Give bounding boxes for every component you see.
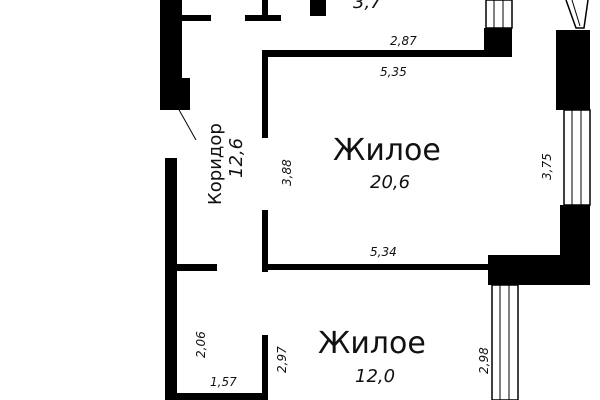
wall-right-outer-cap xyxy=(560,100,590,110)
wall-partition xyxy=(262,264,498,270)
window-right xyxy=(563,109,591,206)
wall-corridor-left-lower xyxy=(165,158,177,400)
dim-5-34: 5,34 xyxy=(370,245,397,259)
corridor-name: Коридор xyxy=(205,123,226,205)
dim-3-75: 3,75 xyxy=(540,153,554,180)
wall-top-post xyxy=(262,0,268,20)
wall-right-outer-upper xyxy=(556,30,590,110)
wall-living2-left xyxy=(262,335,268,400)
window-top-left xyxy=(485,0,513,29)
living1-area: 20,6 xyxy=(370,172,410,193)
dim-5-35: 5,35 xyxy=(380,65,407,79)
wall-living1-left-lower xyxy=(262,210,268,272)
wall-top-block xyxy=(310,0,326,16)
wall-left-jog xyxy=(160,78,190,110)
window-bottom xyxy=(491,284,519,400)
window-top-right xyxy=(565,0,589,29)
wall-living2-right-top xyxy=(488,255,524,285)
wall-top-stub-1 xyxy=(175,15,211,21)
living2-area: 12,0 xyxy=(355,366,395,387)
dim-2-97: 2,97 xyxy=(275,346,289,373)
wall-bottom xyxy=(177,393,268,400)
corridor-leader-line xyxy=(177,107,197,141)
windows xyxy=(485,0,591,400)
wall-right-top-block xyxy=(484,28,512,57)
dim-1-57: 1,57 xyxy=(210,375,237,389)
walls xyxy=(160,0,590,400)
dim-2-87: 2,87 xyxy=(390,34,417,48)
living2-name: Жилое xyxy=(318,326,426,361)
living1-name: Жилое xyxy=(333,133,441,168)
dim-3-88: 3,88 xyxy=(280,159,294,186)
wall-corridor-stub xyxy=(177,264,217,271)
dim-2-98: 2,98 xyxy=(477,347,491,374)
wall-living1-top xyxy=(262,50,488,57)
dim-2-06: 2,06 xyxy=(194,331,208,358)
top-room-area: 3,7 xyxy=(353,0,382,13)
corridor-area: 12,6 xyxy=(226,138,247,178)
wall-living1-left-upper xyxy=(262,50,268,138)
